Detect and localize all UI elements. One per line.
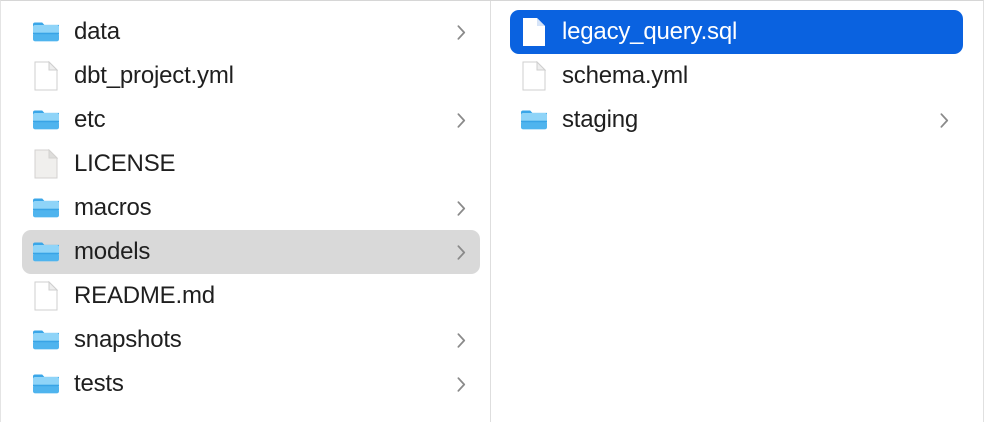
folder-icon-glyph	[33, 330, 59, 350]
finder-item-label: LICENSE	[74, 150, 176, 177]
chevron-right-icon	[454, 242, 468, 262]
folder-icon-glyph	[521, 110, 547, 130]
document-icon-glyph	[34, 149, 58, 179]
chevron-right-icon	[454, 330, 468, 350]
document-icon	[520, 17, 548, 47]
document-plain-icon	[32, 149, 60, 179]
finder-item-label: macros	[74, 194, 152, 221]
document-icon	[520, 61, 548, 91]
finder-item-label: models	[74, 238, 151, 265]
folder-icon	[32, 369, 60, 399]
finder-item-license[interactable]: LICENSE	[22, 142, 480, 186]
finder-item-label: README.md	[74, 282, 215, 309]
finder-item-snapshots[interactable]: snapshots	[22, 318, 480, 362]
chevron-right-icon	[937, 110, 951, 130]
chevron-right-icon-glyph	[457, 376, 465, 392]
finder-item-tests[interactable]: tests	[22, 362, 480, 406]
chevron-right-icon	[454, 374, 468, 394]
folder-icon	[520, 105, 548, 135]
document-icon-glyph	[34, 281, 58, 311]
finder-item-models[interactable]: models	[22, 230, 480, 274]
folder-icon-glyph	[33, 198, 59, 218]
finder-item-dbt-project-yml[interactable]: dbt_project.yml	[22, 54, 480, 98]
chevron-right-icon-glyph	[457, 112, 465, 128]
folder-icon	[32, 237, 60, 267]
folder-icon	[32, 105, 60, 135]
finder-item-label: data	[74, 18, 120, 45]
folder-icon	[32, 193, 60, 223]
finder-item-label: tests	[74, 370, 124, 397]
document-icon	[32, 281, 60, 311]
document-icon-glyph	[523, 18, 545, 46]
finder-item-etc[interactable]: etc	[22, 98, 480, 142]
finder-item-label: schema.yml	[562, 62, 689, 89]
finder-item-readme-md[interactable]: README.md	[22, 274, 480, 318]
finder-item-label: etc	[74, 106, 106, 133]
chevron-right-icon	[454, 198, 468, 218]
finder-item-label: legacy_query.sql	[562, 18, 738, 45]
folder-icon-glyph	[33, 110, 59, 130]
finder-item-label: snapshots	[74, 326, 182, 353]
finder-item-data[interactable]: data	[22, 10, 480, 54]
folder-icon	[32, 17, 60, 47]
finder-column-child[interactable]: legacy_query.sql schema.yml staging	[491, 1, 983, 422]
chevron-right-icon	[454, 110, 468, 130]
finder-item-staging[interactable]: staging	[510, 98, 963, 142]
finder-item-legacy-query-sql[interactable]: legacy_query.sql	[510, 10, 963, 54]
chevron-right-icon-glyph	[457, 332, 465, 348]
finder-item-label: dbt_project.yml	[74, 62, 234, 89]
folder-icon-glyph	[33, 374, 59, 394]
chevron-right-icon-glyph	[940, 112, 948, 128]
finder-item-schema-yml[interactable]: schema.yml	[510, 54, 963, 98]
folder-icon-glyph	[33, 242, 59, 262]
finder-item-label: staging	[562, 106, 638, 133]
folder-icon-glyph	[33, 22, 59, 42]
folder-icon	[32, 325, 60, 355]
chevron-right-icon	[454, 22, 468, 42]
document-icon	[32, 61, 60, 91]
finder-item-macros[interactable]: macros	[22, 186, 480, 230]
document-icon-glyph	[522, 61, 546, 91]
chevron-right-icon-glyph	[457, 200, 465, 216]
finder-column-parent[interactable]: data dbt_project.yml etc LICENSE macros	[1, 1, 491, 422]
document-icon-glyph	[34, 61, 58, 91]
chevron-right-icon-glyph	[457, 24, 465, 40]
chevron-right-icon-glyph	[457, 244, 465, 260]
